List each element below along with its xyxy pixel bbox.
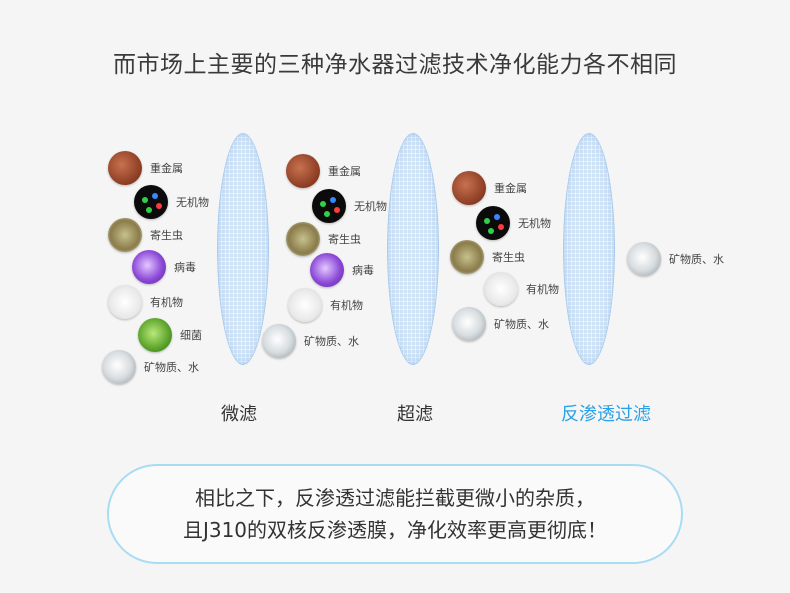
heavy-metal-icon: [286, 154, 320, 188]
item-label: 无机物: [176, 196, 209, 209]
item-label: 有机物: [330, 299, 363, 312]
list-item: 病毒: [132, 250, 196, 284]
list-item: 病毒: [310, 253, 374, 287]
list-item: 有机物: [484, 272, 559, 306]
item-label: 寄生虫: [492, 251, 525, 264]
ro-membrane: [563, 133, 615, 365]
item-label: 有机物: [526, 283, 559, 296]
ultrafiltration-membrane: [387, 133, 439, 365]
item-label: 寄生虫: [328, 233, 361, 246]
bacteria-icon: [138, 318, 172, 352]
item-label: 无机物: [518, 217, 551, 230]
list-item: 重金属: [286, 154, 361, 188]
item-label: 细菌: [180, 329, 202, 342]
list-item: 寄生虫: [286, 222, 361, 256]
virus-icon: [310, 253, 344, 287]
inorganic-icon: [134, 185, 168, 219]
list-item: 寄生虫: [108, 218, 183, 252]
organic-icon: [484, 272, 518, 306]
heavy-metal-icon: [452, 171, 486, 205]
virus-icon: [132, 250, 166, 284]
conclusion-line-1: 相比之下，反渗透过滤能拦截更微小的杂质，: [195, 486, 595, 510]
item-label: 有机物: [150, 296, 183, 309]
organic-icon: [108, 285, 142, 319]
caption-microfiltration: 微滤: [221, 404, 257, 425]
parasite-icon: [286, 222, 320, 256]
mineral-water-icon: [102, 350, 136, 384]
conclusion-line-2: 且J310的双核反渗透膜，净化效率更高更彻底！: [182, 518, 608, 542]
page-title: 而市场上主要的三种净水器过滤技术净化能力各不相同: [113, 52, 677, 78]
item-label: 重金属: [150, 162, 183, 175]
mineral-water-icon: [627, 242, 661, 276]
list-item: 矿物质、水: [102, 350, 199, 384]
item-label: 矿物质、水: [304, 335, 359, 348]
inorganic-icon: [476, 206, 510, 240]
list-item: 细菌: [138, 318, 202, 352]
parasite-icon: [450, 240, 484, 274]
item-label: 重金属: [494, 182, 527, 195]
item-label: 重金属: [328, 165, 361, 178]
parasite-icon: [108, 218, 142, 252]
caption-ultrafiltration: 超滤: [397, 404, 433, 425]
heavy-metal-icon: [108, 151, 142, 185]
item-label: 病毒: [352, 264, 374, 277]
list-item: 重金属: [108, 151, 183, 185]
list-item: 矿物质、水: [262, 324, 359, 358]
passed-label: 矿物质、水: [669, 253, 724, 266]
item-label: 寄生虫: [150, 229, 183, 242]
mineral-water-icon: [452, 307, 486, 341]
list-item: 有机物: [288, 288, 363, 322]
list-item: 矿物质、水: [452, 307, 549, 341]
mineral-water-icon: [262, 324, 296, 358]
item-label: 无机物: [354, 200, 387, 213]
item-label: 矿物质、水: [144, 361, 199, 374]
microfiltration-membrane: [217, 133, 269, 365]
item-label: 矿物质、水: [494, 318, 549, 331]
list-item: 有机物: [108, 285, 183, 319]
list-item: 无机物: [312, 189, 387, 223]
inorganic-icon: [312, 189, 346, 223]
passed-item: 矿物质、水: [627, 242, 724, 276]
item-label: 病毒: [174, 261, 196, 274]
conclusion-bubble: 相比之下，反渗透过滤能拦截更微小的杂质， 且J310的双核反渗透膜，净化效率更高…: [107, 464, 683, 564]
organic-icon: [288, 288, 322, 322]
list-item: 无机物: [134, 185, 209, 219]
list-item: 寄生虫: [450, 240, 525, 274]
list-item: 重金属: [452, 171, 527, 205]
caption-reverse-osmosis: 反渗透过滤: [561, 404, 651, 425]
list-item: 无机物: [476, 206, 551, 240]
